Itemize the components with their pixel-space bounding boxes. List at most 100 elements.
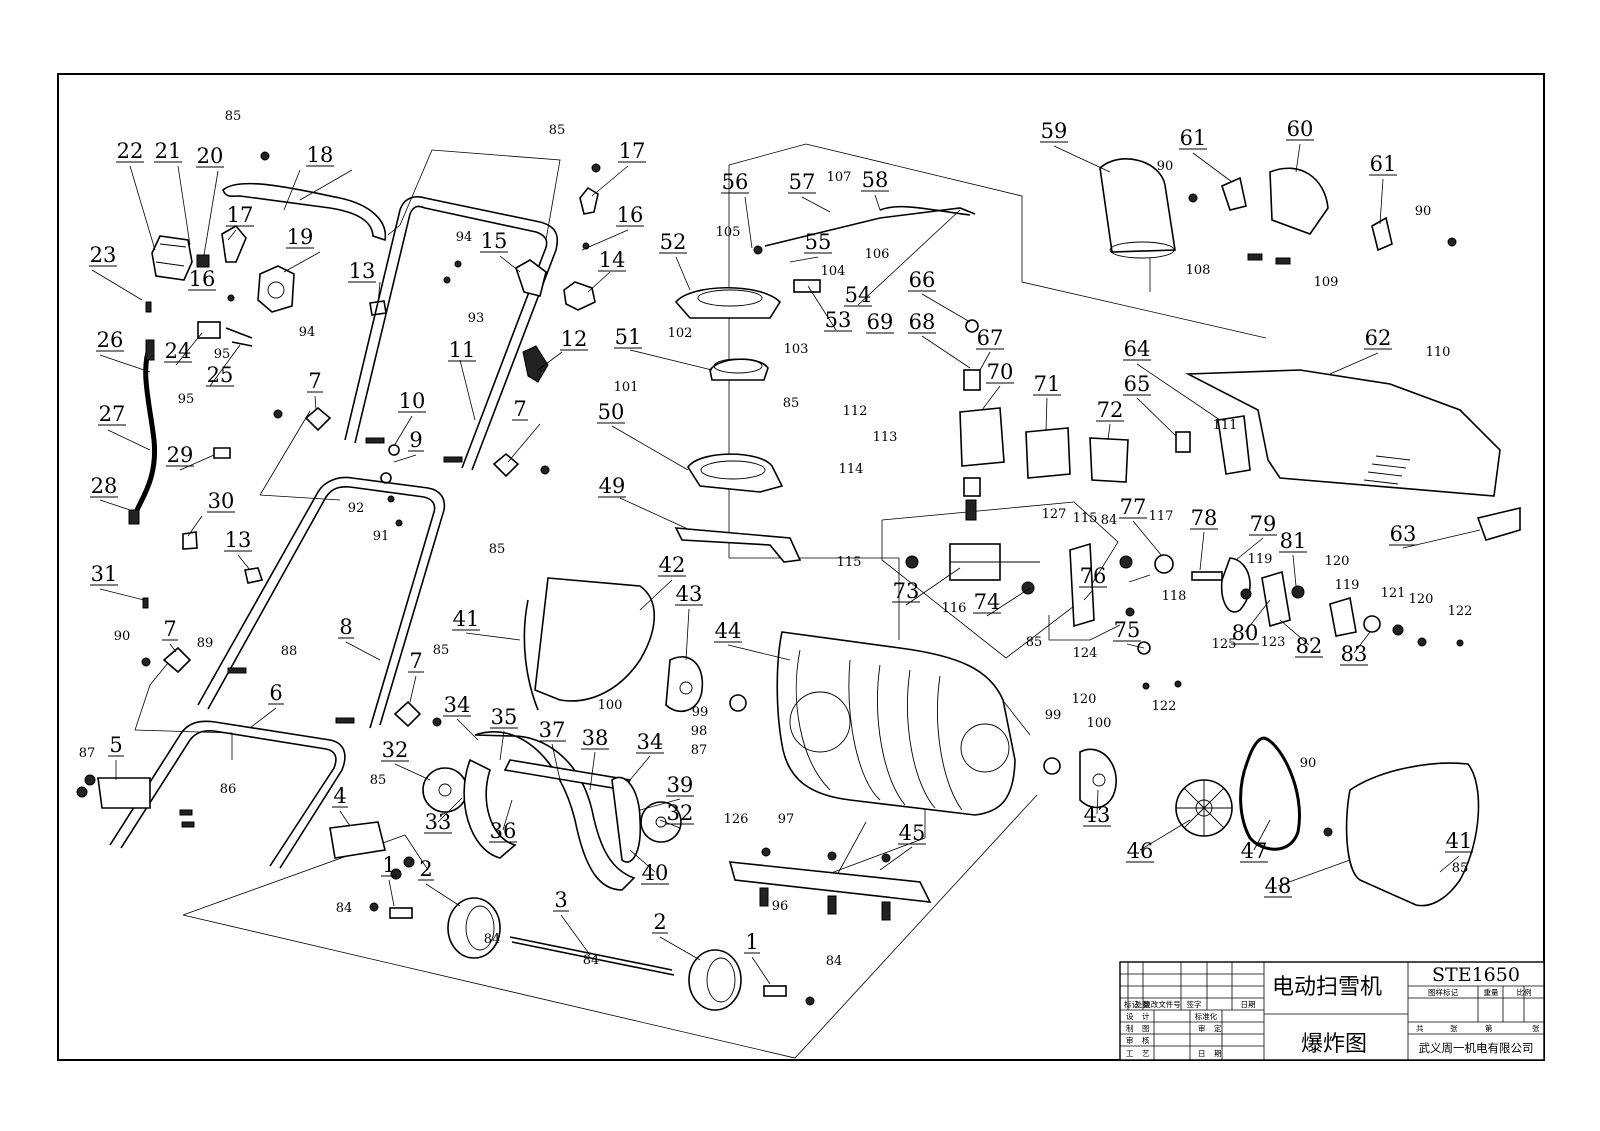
disc-part-right (1079, 748, 1117, 809)
part-callout-37: 37 (539, 718, 566, 742)
part-callout-83: 83 (1341, 642, 1368, 666)
part-callout-76: 76 (1080, 564, 1107, 588)
part-callout-16: 16 (617, 203, 644, 227)
part-callout-51: 51 (615, 325, 642, 349)
cover-flap-part (1476, 506, 1521, 541)
company-name: 武义周一机电有限公司 (1419, 1041, 1534, 1055)
part-callout-124: 124 (1073, 646, 1098, 661)
part-callout-13: 13 (349, 259, 376, 283)
row-drawing-a: 制 (1126, 1023, 1134, 1033)
row-design-b: 计 (1142, 1011, 1150, 1021)
part-callout-61: 61 (1370, 152, 1397, 176)
part-callout-99: 99 (1045, 708, 1062, 723)
drawing-name: 爆炸图 (1301, 1032, 1367, 1057)
part-callout-75: 75 (1114, 618, 1141, 642)
part-callout-92: 92 (348, 501, 365, 516)
part-callout-63: 63 (1390, 522, 1417, 546)
part-callout-86: 86 (220, 782, 237, 797)
part-callout-18: 18 (307, 143, 334, 167)
motor-assembly (905, 319, 1464, 690)
part-callout-84: 84 (826, 954, 843, 969)
clamp-bracket-part (515, 259, 547, 297)
spring-part (196, 254, 210, 268)
top-grip-part (222, 182, 387, 242)
part-callout-22: 22 (117, 139, 144, 163)
part-callout-126: 126 (724, 812, 749, 827)
rev-header-docno: 更改文件号 (1143, 999, 1181, 1009)
part-callout-17: 17 (227, 203, 254, 227)
switch-housing-part (1217, 415, 1251, 475)
part-callout-96: 96 (772, 899, 789, 914)
part-callout-21: 21 (155, 139, 182, 163)
model-sub-header-weight: 重量 (1484, 988, 1500, 997)
part-callout-117: 117 (1149, 509, 1174, 524)
part-callout-7: 7 (409, 649, 422, 673)
part-callout-16: 16 (189, 267, 216, 291)
part-callout-119: 119 (1248, 552, 1273, 567)
part-callout-41: 41 (1446, 829, 1473, 853)
row-review-b: 核 (1142, 1035, 1150, 1045)
sheet-unit-label-1: 张 (1450, 1024, 1458, 1033)
part-callout-68: 68 (909, 310, 936, 334)
sheet-number-label: 第 (1485, 1023, 1493, 1033)
part-callout-99: 99 (692, 705, 709, 720)
part-callout-33: 33 (425, 810, 452, 834)
sheet-unit-label-2: 张 (1532, 1024, 1540, 1033)
part-callout-14: 14 (599, 248, 626, 272)
knob-parts (97, 406, 520, 859)
row-design-a: 设 (1126, 1011, 1134, 1021)
part-callout-120: 120 (1409, 592, 1434, 607)
belt-cover-part (1345, 762, 1480, 907)
part-callout-45: 45 (899, 821, 926, 845)
part-callout-80: 80 (1232, 621, 1259, 645)
handle-assembly-left (128, 182, 387, 584)
part-callout-31: 31 (91, 562, 118, 586)
part-callout-88: 88 (281, 644, 298, 659)
top-cover-part (1184, 369, 1501, 497)
rev-header-count: 处数 (1135, 999, 1151, 1009)
part-callout-85: 85 (433, 643, 450, 658)
part-callout-104: 104 (821, 264, 846, 279)
part-callout-12: 12 (561, 327, 588, 351)
part-callout-66: 66 (909, 268, 936, 292)
part-callout-9: 9 (409, 428, 422, 452)
part-callout-56: 56 (722, 170, 749, 194)
part-callout-95: 95 (214, 347, 231, 362)
part-callout-58: 58 (862, 168, 889, 192)
part-callout-90: 90 (1300, 756, 1317, 771)
model-number: STE1650 (1432, 964, 1520, 986)
part-callout-84: 84 (1101, 513, 1118, 528)
part-callout-85: 85 (225, 109, 242, 124)
part-callout-106: 106 (865, 247, 890, 262)
part-callout-25: 25 (207, 363, 234, 387)
part-callout-89: 89 (197, 636, 214, 651)
product-name: 电动扫雪机 (1272, 975, 1382, 1000)
part-callout-69: 69 (867, 310, 894, 334)
part-callout-8: 8 (339, 615, 352, 639)
part-callout-48: 48 (1265, 874, 1292, 898)
connector-part (197, 321, 221, 339)
part-callout-84: 84 (336, 901, 353, 916)
part-callout-49: 49 (599, 474, 626, 498)
rev-header-date: 日期 (1241, 1000, 1256, 1009)
callout-leaders (91, 143, 1481, 985)
part-callout-7: 7 (308, 369, 321, 393)
rev-header-sign: 签字 (1187, 999, 1202, 1009)
part-callout-40: 40 (642, 861, 669, 885)
part-callout-94: 94 (299, 325, 316, 340)
part-callout-72: 72 (1097, 398, 1124, 422)
part-callout-100: 100 (1087, 716, 1112, 731)
part-callout-24: 24 (165, 339, 192, 363)
clamp-part (257, 265, 295, 313)
part-callout-3: 3 (554, 888, 567, 912)
part-callout-1: 1 (382, 853, 395, 877)
part-callout-13: 13 (225, 528, 252, 552)
part-callout-110: 110 (1426, 345, 1451, 360)
part-callout-120: 120 (1072, 692, 1097, 707)
row-drawing-b: 图 (1142, 1024, 1150, 1033)
upper-handle-part (344, 196, 559, 471)
part-callout-20: 20 (197, 144, 224, 168)
middle-handle-part (197, 476, 446, 729)
part-callout-60: 60 (1287, 117, 1314, 141)
part-callout-28: 28 (91, 474, 118, 498)
